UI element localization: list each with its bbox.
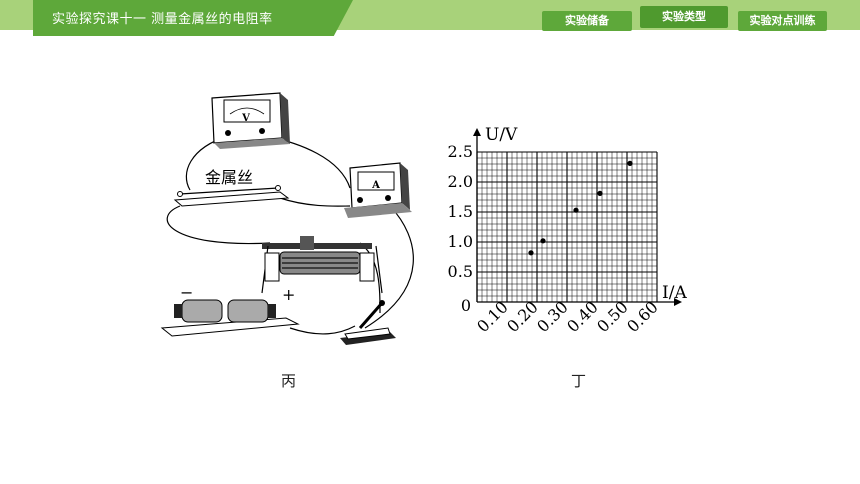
x-tick-label: 0.10 xyxy=(473,297,512,336)
y-axis-arrow xyxy=(473,128,481,136)
x-tick-label: 0.60 xyxy=(623,297,662,336)
battery: − + xyxy=(160,283,300,337)
circuit-diagram: V 金属丝 A − + xyxy=(160,92,414,345)
nav-button-practice[interactable]: 实验对点训练 xyxy=(738,11,827,31)
y-tick-label: 2.0 xyxy=(448,172,473,191)
ammeter: A xyxy=(344,162,412,218)
ammeter-label: A xyxy=(371,180,380,191)
voltmeter-label: V xyxy=(241,113,250,124)
wire xyxy=(166,205,271,245)
rheostat xyxy=(261,236,383,294)
origin-label: 0 xyxy=(461,296,471,315)
data-point xyxy=(528,250,534,256)
data-point xyxy=(597,190,603,196)
lesson-title: 实验探究课十一 测量金属丝的电阻率 xyxy=(52,12,273,27)
y-axis-label: U/V xyxy=(485,125,518,145)
metal-wire-label: 金属丝 xyxy=(205,168,253,187)
nav-button-preparation[interactable]: 实验储备 xyxy=(542,11,632,31)
x-tick-label: 0.50 xyxy=(593,297,632,336)
y-tick-label: 0.5 xyxy=(448,262,473,281)
data-point xyxy=(573,207,579,213)
switch xyxy=(340,300,396,345)
top-bar: 实验探究课十一 测量金属丝的电阻率 实验储备 实验类型 实验对点训练 xyxy=(0,0,860,36)
y-tick-label: 1.0 xyxy=(448,232,473,251)
chart-caption: 丁 xyxy=(571,372,587,390)
title-tab xyxy=(33,0,353,36)
metal-wire-board: 金属丝 xyxy=(173,168,290,207)
x-axis-arrow xyxy=(674,298,682,306)
battery-plus: + xyxy=(282,285,295,304)
wire xyxy=(289,325,356,335)
x-tick-label: 0.20 xyxy=(503,297,542,336)
data-point xyxy=(627,160,633,166)
wire xyxy=(364,205,414,329)
data-point xyxy=(540,238,546,244)
circuit-caption: 丙 xyxy=(281,372,297,390)
voltmeter: V xyxy=(211,92,290,149)
x-tick-label: 0.40 xyxy=(563,297,602,336)
x-tick-label: 0.30 xyxy=(533,297,572,336)
y-tick-label: 2.5 xyxy=(448,142,473,161)
wire xyxy=(279,197,351,207)
x-axis-label: I/A xyxy=(662,283,687,303)
nav-button-types[interactable]: 实验类型 xyxy=(640,6,728,28)
y-tick-label: 1.5 xyxy=(448,202,473,221)
battery-minus: − xyxy=(180,283,193,302)
